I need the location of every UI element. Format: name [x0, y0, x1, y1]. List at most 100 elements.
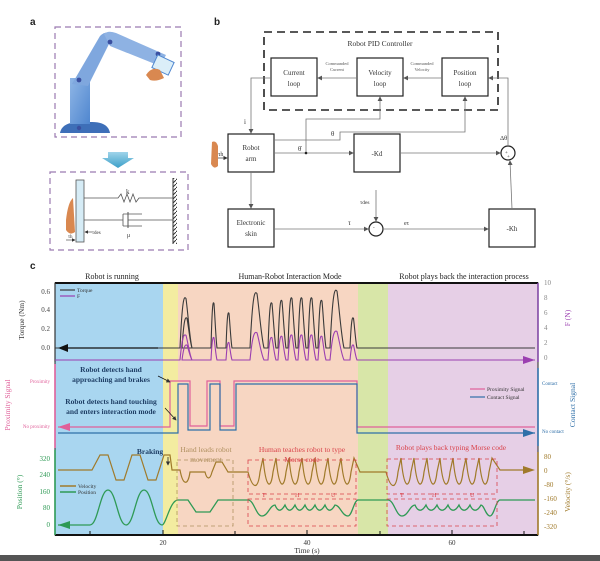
phase-backgrounds	[55, 283, 538, 535]
torque-tick-0: 0.0	[41, 344, 50, 352]
force-tick-6: 6	[544, 309, 548, 317]
force-tick-0: 0	[544, 354, 548, 362]
panel-b: b Robot PID Controller Current loop Velo…	[211, 17, 536, 248]
playback-letter-u: U	[470, 493, 475, 499]
velocity-tick-0: 0	[544, 467, 548, 475]
time-tick-40: 40	[304, 539, 312, 547]
legend-velocity: Velocity	[78, 484, 97, 490]
legend-torque: Torque	[77, 288, 93, 294]
kd-block: -Kd	[353, 133, 401, 173]
phase-title-running: Robot is running	[85, 272, 139, 281]
arrow-left-icon	[58, 423, 70, 431]
velocity-tick-neg80: -80	[544, 481, 554, 489]
tau-label: τ	[348, 219, 351, 227]
commanded-current-label-1: Commanded	[326, 61, 350, 66]
annotation-human-teaches-1: Human teaches robot to type	[259, 445, 346, 454]
annotation-touching-1: Robot detects hand touching	[65, 397, 157, 406]
kh-label: -Kh	[507, 225, 518, 233]
commanded-velocity-label-1: Commanded	[411, 61, 435, 66]
phase-bg-playback	[388, 283, 538, 535]
phase-title-interaction: Human-Robot Interaction Mode	[238, 272, 342, 281]
legend-position: Position	[78, 490, 96, 496]
robot-arm-label-1: Robot	[242, 144, 259, 152]
panel-label-b: b	[214, 17, 220, 28]
arrow-right-icon	[523, 429, 535, 437]
torque-force-subplot: 0.0 0.2 0.4 0.6 Torque (Nm) 10 8 6 4 2 0…	[17, 279, 572, 364]
position-loop-block: Position loop	[441, 57, 489, 97]
teach-letter-h: H	[295, 493, 300, 499]
velocity-series-line	[58, 454, 532, 487]
stiffness-label: k	[126, 188, 130, 196]
phase-title-playback: Robot plays back the interaction process	[399, 272, 529, 281]
arrow-left-icon	[58, 344, 68, 352]
phase-bg-running	[55, 283, 163, 535]
teach-position-box	[247, 498, 357, 527]
phase-bg-pause	[358, 283, 388, 535]
annotation-braking: Braking	[137, 447, 164, 456]
hand-icon	[66, 198, 75, 234]
hand-icon	[146, 68, 164, 81]
tau-h-input-label: τh	[218, 152, 223, 158]
theta-dot-label: θ̇	[298, 145, 302, 153]
legend-contact: Contact Signal	[487, 395, 520, 401]
position-tick-80: 80	[43, 504, 51, 512]
plus-sign: +	[507, 155, 510, 160]
time-tick-60: 60	[449, 539, 457, 547]
bottom-border	[0, 555, 600, 561]
proximity-tick-high: Proximity	[30, 380, 51, 385]
tau-des-signal-label: τdes	[360, 200, 370, 206]
tau-h-label: τh	[68, 235, 73, 240]
current-loop-block: Current loop	[270, 57, 318, 97]
arrow-right-icon	[523, 356, 535, 364]
proximity-axis-label: Proximity Signal	[3, 379, 12, 430]
spring-damper-model: k μ τdes τh	[66, 178, 177, 244]
robot-arm-block: Robot arm	[227, 133, 275, 173]
arrow-right-icon	[523, 466, 535, 474]
torque-tick-3: 0.6	[41, 288, 50, 296]
annotation-hand-leads-1: Hand leads robot	[180, 445, 232, 454]
annotation-brakes-2: approaching and brakes	[72, 375, 150, 384]
torque-tick-1: 0.2	[41, 325, 50, 333]
commanded-velocity-label-2: Velocity	[415, 67, 431, 72]
velocity-axis-label: Velocity (°/s)	[563, 472, 572, 512]
panel-label-c: c	[30, 261, 36, 272]
pid-controller-title: Robot PID Controller	[348, 39, 414, 48]
playback-letter-h: H	[432, 493, 437, 499]
velocity-tick-neg160: -160	[544, 495, 557, 503]
panel-a: a k μ τdes	[30, 17, 189, 251]
playback-letter-t: T	[400, 493, 404, 499]
playback-position-box	[386, 498, 498, 527]
current-loop-label-1: Current	[283, 69, 304, 77]
e-tau-label: eτ	[404, 221, 410, 227]
time-tick-20: 20	[160, 539, 168, 547]
electronic-skin-label-1: Electronic	[237, 219, 266, 227]
panel-label-a: a	[30, 17, 36, 28]
annotation-hand-leads-2: movement	[190, 455, 223, 464]
arrow-left-icon	[58, 521, 70, 529]
teach-letter-t: T	[262, 493, 266, 499]
proximity-series-line	[58, 380, 535, 428]
position-loop-label-1: Position	[454, 69, 477, 77]
torque-axis-label: Torque (Nm)	[17, 300, 26, 340]
contact-axis-label: Contact Signal	[568, 383, 577, 427]
contact-tick-low: No contact	[542, 430, 564, 435]
annotation-playback: Robot plays back typing Morse code	[396, 443, 507, 452]
velocity-loop-block: Velocity loop	[356, 57, 404, 97]
force-tick-4: 4	[544, 324, 548, 332]
hand-leads-box	[176, 459, 234, 527]
electronic-skin-block: Electronic skin	[227, 208, 275, 248]
robot-arm-label-2: arm	[246, 155, 257, 163]
proximity-tick-low: No proximity	[23, 425, 51, 430]
plus-sign: +	[505, 151, 508, 156]
spring-damper-model-frame	[49, 171, 189, 251]
torque-tick-2: 0.4	[41, 306, 50, 314]
force-tick-2: 2	[544, 339, 548, 347]
minus-sign: -	[373, 226, 375, 231]
velocity-tick-80: 80	[544, 453, 552, 461]
contact-series-line	[58, 383, 535, 434]
damping-label: μ	[127, 233, 130, 239]
force-tick-8: 8	[544, 294, 548, 302]
legend-proximity: Proximity Signal	[487, 387, 525, 393]
position-series-line	[58, 489, 535, 526]
